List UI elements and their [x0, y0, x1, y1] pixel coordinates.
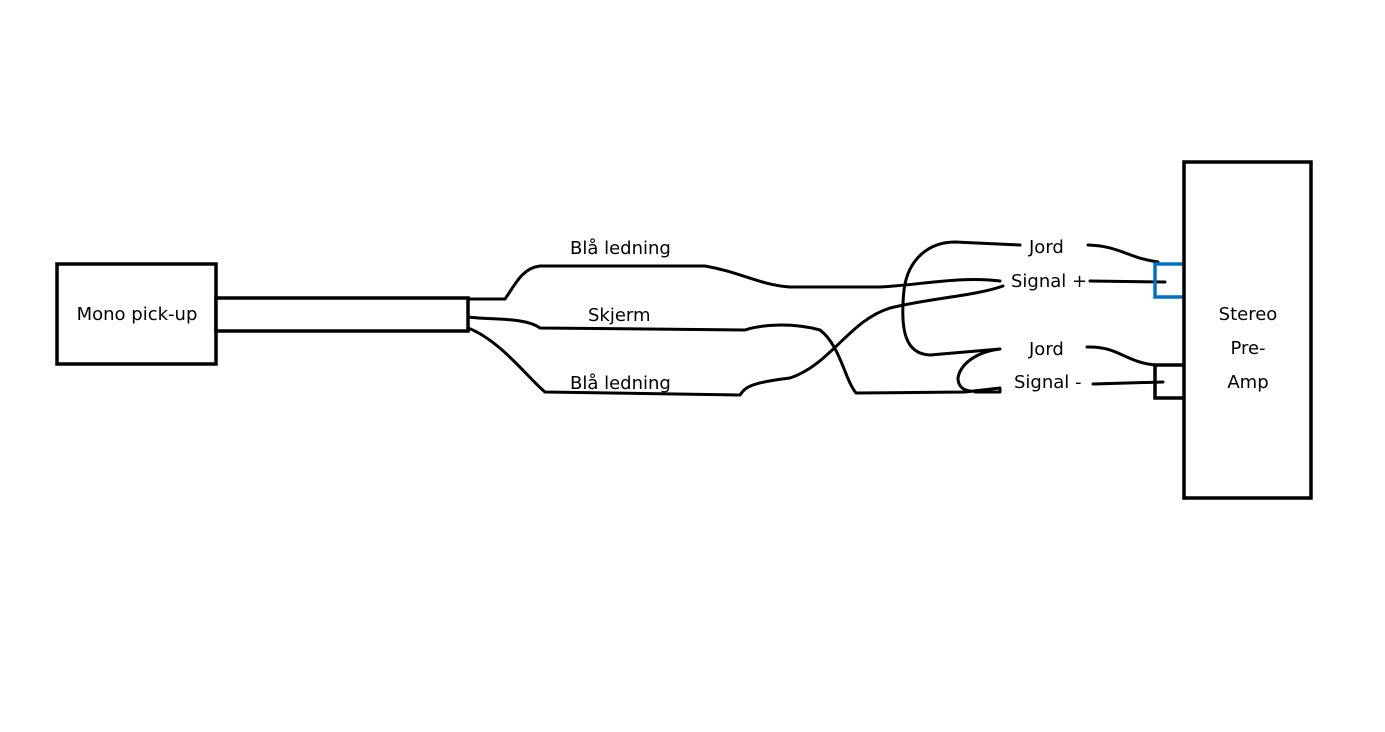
jord-1-lead [1086, 243, 1160, 264]
stereo-channel-bracket-black [1153, 363, 1183, 400]
preamp-label-line-1: Stereo [1219, 304, 1278, 325]
preamp-label-line-3: Amp [1227, 372, 1268, 393]
signal-plus-label: Signal + [1011, 271, 1087, 292]
jord-1-label: Jord [1028, 237, 1064, 258]
shield-wire [466, 315, 1002, 395]
jord-bridge-wire [901, 240, 1022, 393]
blue-wire-top [466, 264, 1002, 301]
mono-pickup-box [55, 262, 218, 366]
signal-minus-label: Signal - [1014, 372, 1082, 393]
signal-minus-lead [1091, 380, 1165, 386]
blue-wire-top-label: Blå ledning [570, 238, 671, 259]
preamp-label-line-2: Pre- [1230, 338, 1265, 359]
blue-wire-bottom-label: Blå ledning [570, 373, 671, 394]
stereo-preamp-box [1182, 160, 1313, 500]
cable [214, 296, 470, 333]
stereo-channel-bracket-blue [1153, 262, 1183, 299]
jord-2-label: Jord [1028, 339, 1064, 360]
jord-2-lead [1085, 345, 1157, 367]
mono-pickup-label: Mono pick-up [77, 304, 198, 325]
signal-plus-lead [1088, 279, 1167, 284]
blue-wire-bottom [466, 284, 1005, 397]
shield-wire-label: Skjerm [588, 305, 651, 326]
